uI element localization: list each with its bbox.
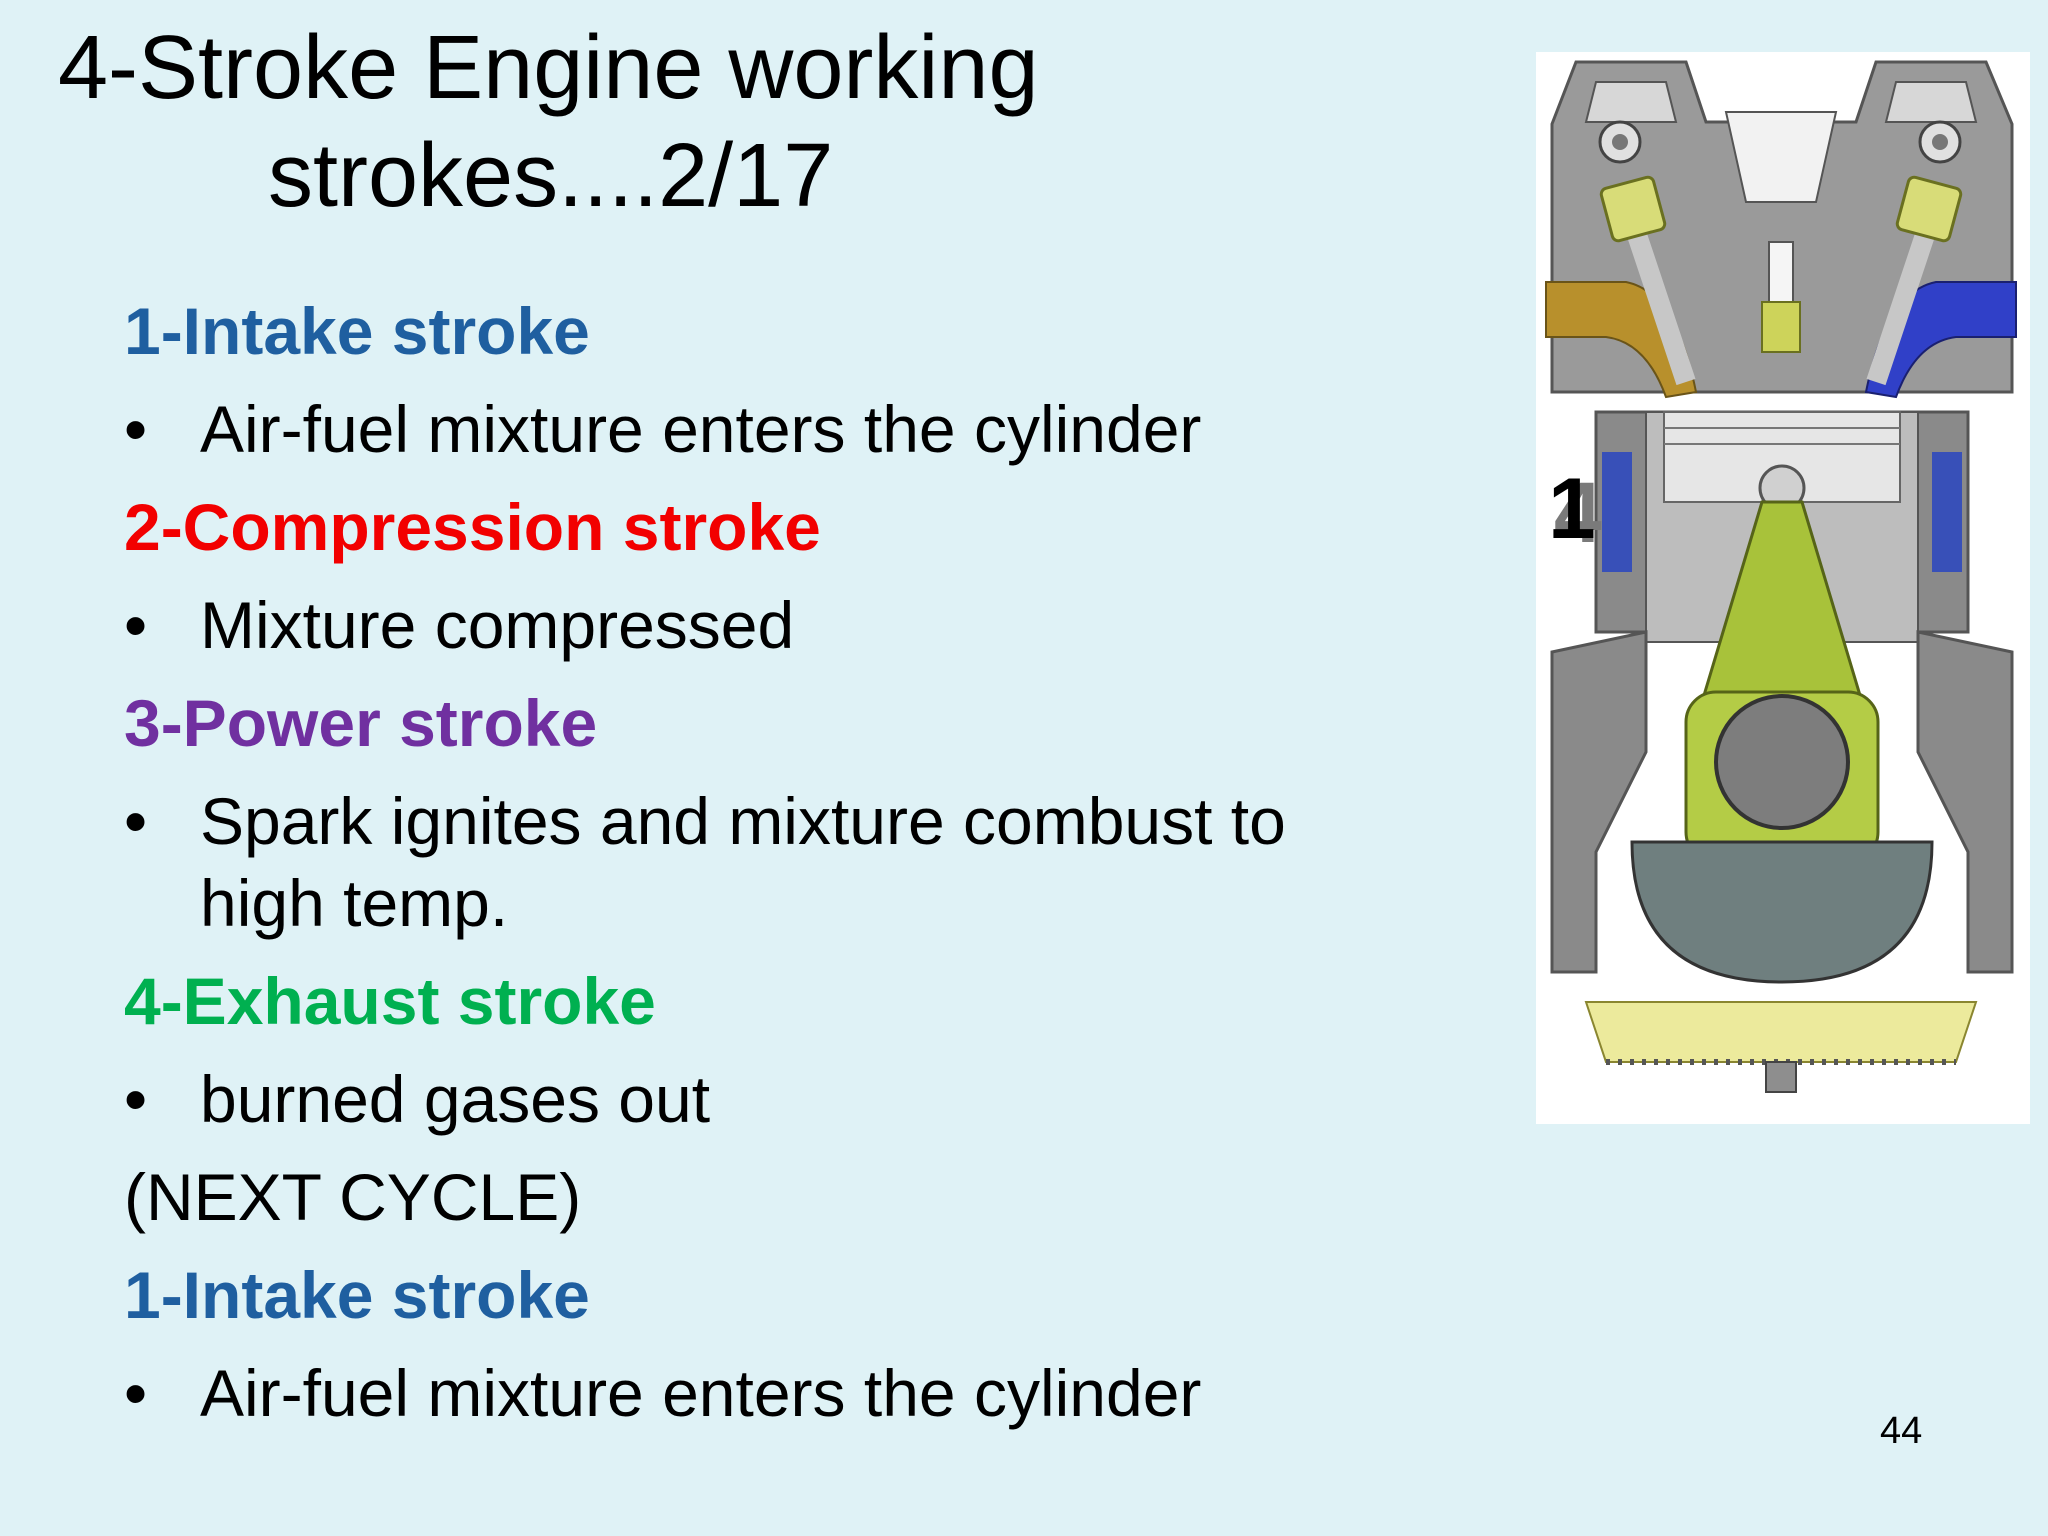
- bullet-dot: •: [124, 392, 148, 466]
- intake-stroke-heading: 1-Intake stroke: [124, 294, 590, 368]
- exhaust-stroke-bullet: • burned gases out: [124, 1058, 1424, 1140]
- figure-stroke-number: 1: [1548, 461, 1596, 557]
- engine-diagram: 4 1: [1545, 60, 2017, 1093]
- bullet-text: burned gases out: [200, 1062, 711, 1136]
- stroke-list: 1-Intake stroke • Air-fuel mixture enter…: [124, 282, 1424, 1442]
- figure-shadow-number: 4: [1554, 465, 1602, 561]
- bullet-text-line-2: high temp.: [200, 866, 509, 940]
- bullet-dot: •: [124, 784, 148, 858]
- intake-stroke-bullet: • Air-fuel mixture enters the cylinder: [124, 388, 1424, 470]
- bullet-dot: •: [124, 1062, 148, 1136]
- page-number: 44: [1880, 1410, 1923, 1452]
- bullet-text: Air-fuel mixture enters the cylinder: [200, 1356, 1202, 1430]
- exhaust-stroke-heading: 4-Exhaust stroke: [124, 964, 656, 1038]
- power-stroke-bullet: • Spark ignites and mixture combust to h…: [124, 780, 1424, 944]
- repeat-intake-heading: 1-Intake stroke: [124, 1258, 590, 1332]
- title-line-2: strokes....2/17: [268, 126, 834, 226]
- bullet-dot: •: [124, 588, 148, 662]
- bullet-text-line-1: Spark ignites and mixture combust to: [200, 784, 1286, 858]
- title-line-1: 4-Stroke Engine working: [58, 18, 1039, 118]
- engine-cutaway-image: 4 1: [1536, 52, 2030, 1124]
- bullet-text: Mixture compressed: [200, 588, 795, 662]
- power-stroke-heading: 3-Power stroke: [124, 686, 598, 760]
- bullet-text: Air-fuel mixture enters the cylinder: [200, 392, 1202, 466]
- next-cycle-label: (NEXT CYCLE): [124, 1160, 582, 1234]
- compression-stroke-heading: 2-Compression stroke: [124, 490, 821, 564]
- slide-title: 4-Stroke Engine working strokes....2/17: [58, 14, 1158, 230]
- bullet-dot: •: [124, 1356, 148, 1430]
- repeat-intake-bullet: • Air-fuel mixture enters the cylinder: [124, 1352, 1424, 1434]
- compression-stroke-bullet: • Mixture compressed: [124, 584, 1424, 666]
